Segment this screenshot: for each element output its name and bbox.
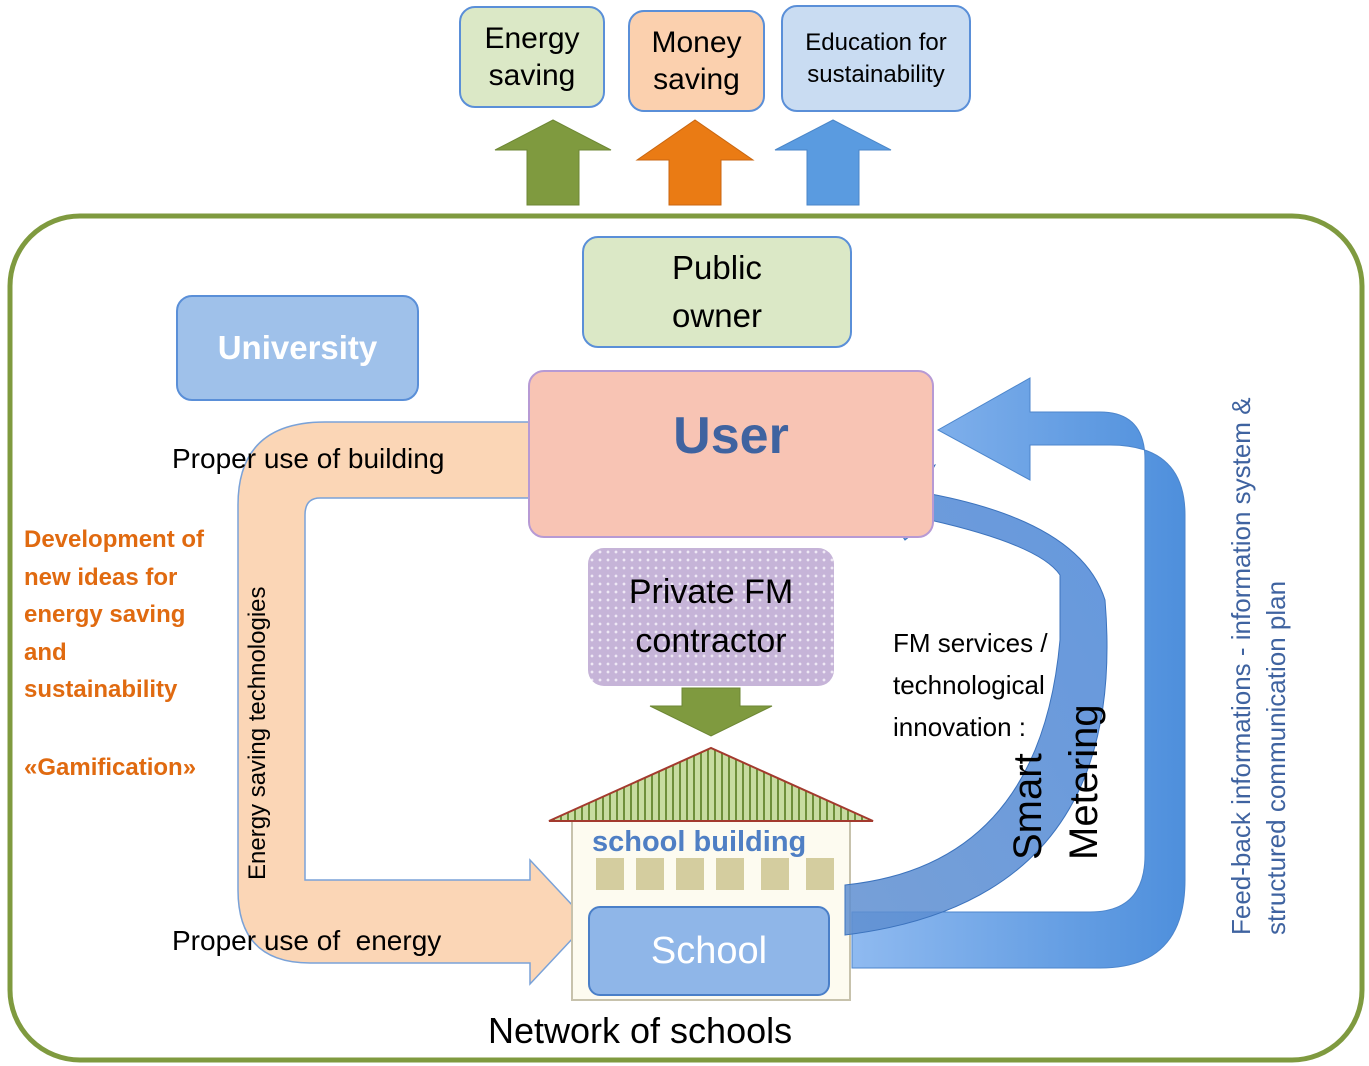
feedback-label: Feed-back informations - information sys…	[1226, 397, 1291, 935]
proper-use-energy-label: Proper use of energy	[172, 925, 442, 956]
public-owner-box: Public owner	[582, 236, 852, 348]
user-label: User	[673, 407, 789, 465]
fm-services-label: FM services / technological innovation :	[893, 628, 1048, 742]
smart-metering-label: Smart Metering	[1006, 704, 1106, 860]
university-label: University	[217, 329, 378, 366]
public-owner-label: Public owner	[672, 249, 762, 334]
window	[636, 858, 664, 890]
network-boundary	[7, 213, 1365, 1063]
window	[716, 858, 744, 890]
private-fm-label: Private FM contractor	[628, 572, 794, 660]
education-label: Education for sustainability	[805, 29, 947, 88]
energy-tech-arrow	[237, 421, 590, 986]
energy-saving-arrow	[494, 119, 612, 206]
school-roof	[548, 746, 874, 822]
development-note: Development of new ideas for energy savi…	[24, 526, 205, 703]
feedback-arrow	[851, 377, 1186, 969]
energy-tech-label: Energy saving technologies	[244, 586, 271, 880]
money-saving-label: Money saving	[651, 25, 742, 97]
window	[761, 858, 789, 890]
school-building-label: school building	[592, 826, 807, 858]
education-box: Education for sustainability	[781, 5, 971, 112]
window	[676, 858, 704, 890]
window	[596, 858, 624, 890]
gamification-note: «Gamification»	[24, 754, 197, 781]
energy-saving-label: Energy saving	[484, 21, 580, 93]
school-label: School	[650, 929, 768, 972]
university-box: University	[176, 295, 419, 401]
network-label: Network of schools	[488, 1010, 793, 1051]
user-box: User	[528, 370, 934, 538]
private-fm-box: Private FM contractor	[588, 548, 834, 686]
education-arrow	[774, 119, 892, 206]
money-saving-arrow	[635, 119, 755, 206]
fm-arrow	[649, 687, 773, 737]
school-box: School	[588, 906, 830, 996]
money-saving-box: Money saving	[628, 10, 765, 112]
proper-use-building-label: Proper use of building	[172, 443, 445, 474]
energy-saving-box: Energy saving	[459, 6, 605, 108]
window	[806, 858, 834, 890]
